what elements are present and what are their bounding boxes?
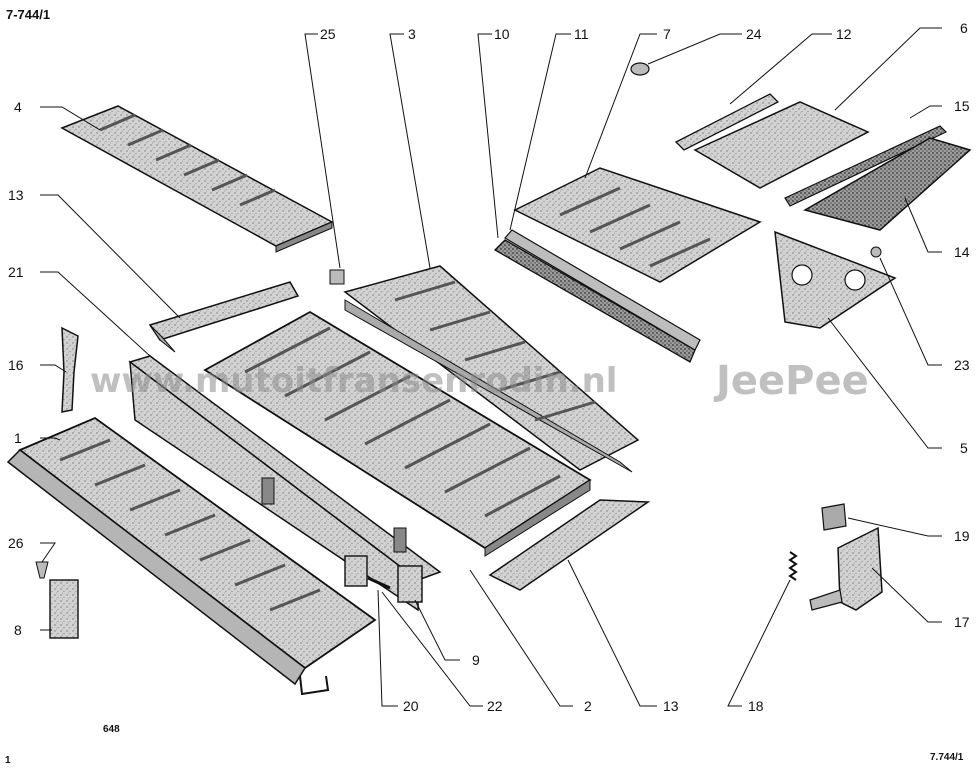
catch-part-17[interactable] [809, 526, 883, 611]
callout-1: 1 [14, 430, 22, 446]
pin-part-22[interactable] [367, 576, 391, 590]
panel-part-6[interactable] [693, 101, 870, 189]
callout-11: 11 [574, 26, 589, 42]
mat-part-14[interactable] [803, 137, 972, 231]
callout-6: 6 [960, 20, 968, 36]
callout-13-lower: 13 [663, 698, 679, 714]
callout-14: 14 [954, 244, 970, 260]
main-floor-part-2[interactable] [203, 310, 592, 557]
callout-22: 22 [487, 698, 503, 714]
plug-part-24[interactable] [630, 62, 650, 76]
bracket-part-13-lower[interactable] [488, 499, 651, 591]
callout-15: 15 [954, 98, 970, 114]
seat-box-part-1[interactable] [6, 416, 377, 696]
page-number: 1 [5, 755, 11, 766]
callout-2: 2 [584, 698, 592, 714]
callout-12: 12 [836, 26, 852, 42]
pad-part-19[interactable] [821, 503, 847, 531]
bracket-part-13-upper[interactable] [148, 281, 300, 353]
callout-5: 5 [960, 440, 968, 456]
latch-part-20[interactable] [344, 555, 368, 587]
note-label: 648 [103, 724, 120, 735]
callout-23: 23 [954, 357, 970, 373]
callout-24: 24 [746, 26, 762, 42]
floor-panel-part-3[interactable] [343, 265, 640, 473]
strip-part-12[interactable] [674, 93, 780, 151]
floor-panel-part-7[interactable] [513, 167, 762, 283]
callout-8: 8 [14, 622, 22, 638]
panel-part-4[interactable] [60, 105, 334, 253]
callout-17: 17 [954, 614, 970, 630]
callout-26: 26 [8, 535, 24, 551]
clip-part-25[interactable] [329, 269, 345, 285]
strip-part-15[interactable] [784, 125, 948, 207]
callout-21: 21 [8, 264, 24, 280]
callout-16: 16 [8, 357, 24, 373]
leader-lines [40, 27, 942, 707]
strap-part-16[interactable] [61, 326, 79, 413]
site-watermark: www.mutoitfransenrodin.nl [90, 361, 618, 401]
callout-20: 20 [403, 698, 419, 714]
bracket-part-5[interactable] [774, 230, 897, 329]
nut-part-23[interactable] [870, 246, 882, 258]
callout-19: 19 [954, 528, 970, 544]
callout-25: 25 [320, 26, 336, 42]
bumper-part-26[interactable] [35, 561, 49, 579]
drawing-code-bottom: 7.744/1 [930, 752, 964, 763]
callout-13-upper: 13 [8, 187, 24, 203]
latch-part-9[interactable] [397, 565, 423, 603]
callout-7: 7 [663, 26, 671, 42]
spring-part-18[interactable] [788, 551, 798, 581]
callout-4: 4 [14, 99, 22, 115]
drawing-code-top: 7-744/1 [6, 7, 51, 22]
callout-10: 10 [494, 26, 510, 42]
callout-3: 3 [408, 26, 416, 42]
rail-part-11[interactable] [504, 229, 701, 351]
hinge-part-8[interactable] [49, 579, 79, 639]
brand-watermark: JeePee [716, 358, 869, 404]
callout-18: 18 [748, 698, 764, 714]
side-rail-part-21[interactable] [128, 355, 442, 612]
callout-9: 9 [472, 652, 480, 668]
